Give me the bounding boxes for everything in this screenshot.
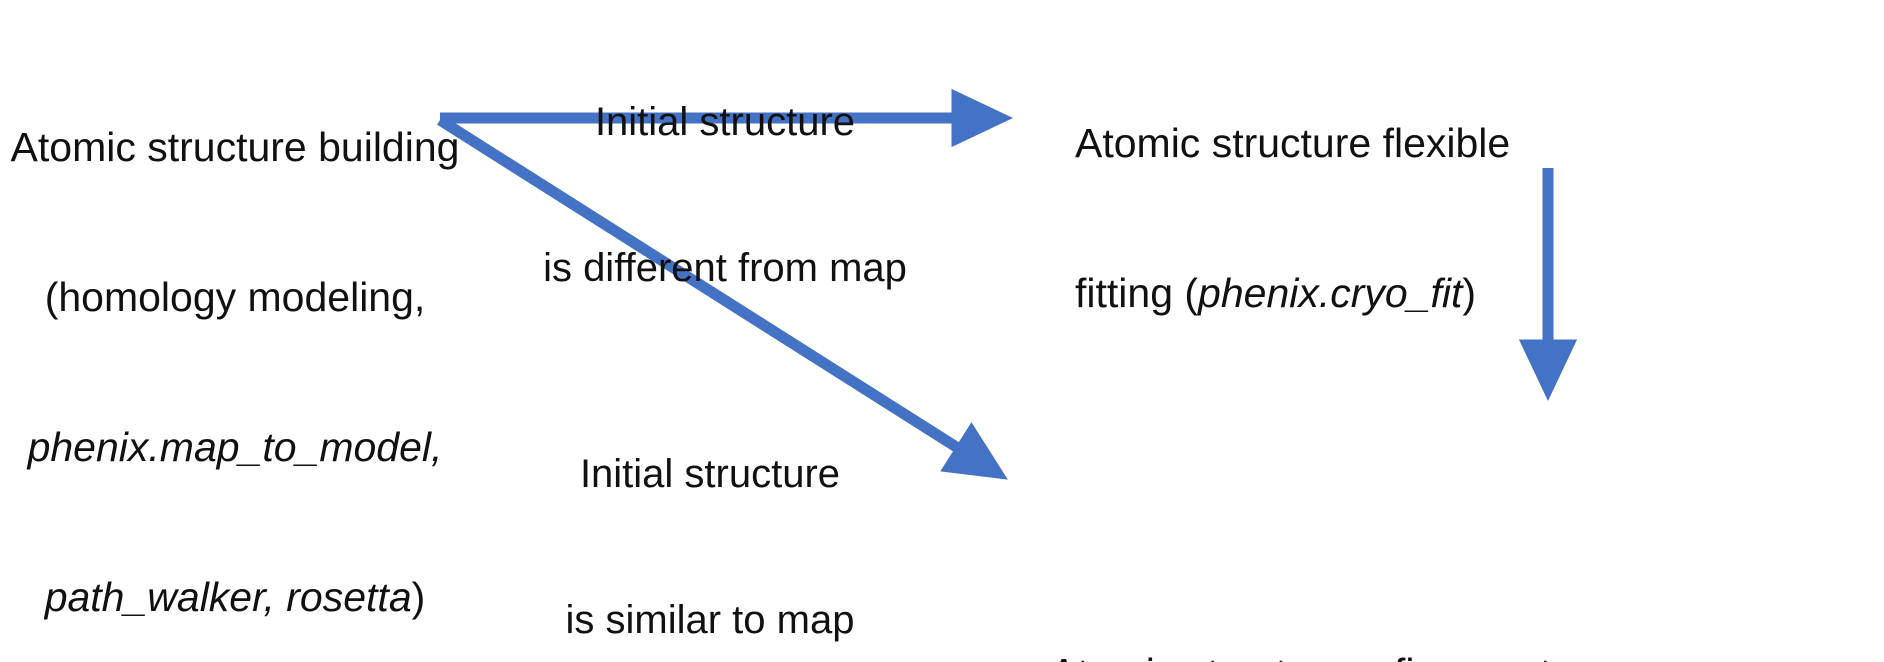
node-flexfit-line-2-suffix: ): [1462, 270, 1477, 317]
edge-label-different-line-1: Initial structure: [594, 99, 856, 144]
node-build-line-4-tail: ): [411, 574, 426, 621]
node-build-line-3: phenix.map_to_model,: [27, 424, 443, 471]
node-build-line-2: (homology modeling,: [44, 274, 426, 321]
node-build-line-1: Atomic structure building: [10, 124, 460, 171]
node-build-line-4: path_walker, rosetta): [0, 572, 470, 622]
edge-label-different-from-map: Initial structure is different from map: [510, 0, 940, 390]
node-atomic-structure-refinement: Atomic structure refinement (phenix.real…: [1050, 548, 1884, 662]
edge-label-similar-line-2: is similar to map: [565, 597, 855, 642]
node-flexfit-line-2: fitting (phenix.cryo_fit): [1075, 268, 1655, 318]
edge-label-similar-line-1: Initial structure: [579, 451, 841, 496]
node-flexfit-line-2-italic: phenix.cryo_fit: [1198, 270, 1463, 317]
node-flexfit-line-1: Atomic structure flexible: [1075, 120, 1511, 167]
node-atomic-structure-building: Atomic structure building (homology mode…: [0, 22, 470, 662]
node-atomic-structure-flexible-fitting: Atomic structure flexible fitting (pheni…: [1075, 18, 1655, 418]
node-refine-line-1: Atomic structure refinement: [1050, 648, 1884, 662]
node-build-line-4-italic: path_walker, rosetta: [44, 574, 412, 621]
edge-label-similar-to-map: Initial structure is similar to map: [510, 352, 910, 662]
edge-label-different-line-2: is different from map: [543, 245, 907, 290]
node-flexfit-line-2-prefix: fitting (: [1075, 270, 1199, 317]
